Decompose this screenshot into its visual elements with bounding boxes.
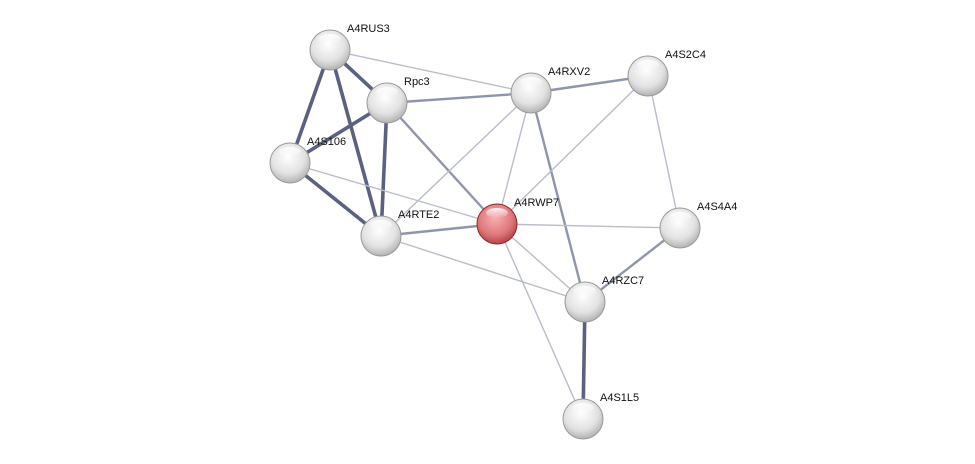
- node-A4RZC7[interactable]: A4RZC7: [564, 275, 644, 323]
- edge-A4RUS3-A4RTE2[interactable]: [328, 49, 383, 237]
- edge-A4RTE2-A4RXV2[interactable]: [380, 92, 532, 237]
- node-label: A4S1L5: [600, 392, 639, 404]
- node-A4S106[interactable]: A4S106: [269, 136, 346, 184]
- node-label: A4S2C4: [665, 49, 706, 61]
- edge-A4S2C4-A4RWP7[interactable]: [496, 75, 649, 225]
- node-A4S2C4[interactable]: A4S2C4: [627, 49, 706, 97]
- edge-A4RXV2-A4RZC7[interactable]: [529, 92, 587, 303]
- node-A4RUS3[interactable]: A4RUS3: [309, 23, 390, 71]
- node-label: A4RTE2: [398, 209, 439, 221]
- node-label: A4RZC7: [602, 275, 644, 287]
- node-A4S4A4[interactable]: A4S4A4: [659, 201, 737, 249]
- edge-A4RTE2-A4RZC7[interactable]: [380, 235, 586, 303]
- node-label: A4RWP7: [514, 197, 559, 209]
- edge-A4RWP7-A4S1L5[interactable]: [496, 223, 584, 420]
- node-highlight: [370, 220, 392, 230]
- node-highlight: [669, 212, 691, 222]
- edge-A4S2C4-A4S4A4[interactable]: [647, 75, 681, 229]
- node-highlight: [279, 147, 301, 157]
- node-highlight: [572, 403, 594, 413]
- edge-A4RWP7-A4S4A4[interactable]: [496, 223, 681, 229]
- node-A4RWP7[interactable]: A4RWP7: [476, 197, 559, 245]
- node-label: Rpc3: [404, 76, 430, 88]
- node-label: A4S106: [307, 136, 346, 148]
- node-highlight: [520, 77, 542, 87]
- node-highlight: [376, 87, 398, 97]
- edge-Rpc3-A4RTE2[interactable]: [379, 102, 389, 237]
- node-label: A4RUS3: [347, 23, 390, 35]
- node-label: A4RXV2: [548, 66, 590, 78]
- edge-Rpc3-A4RXV2[interactable]: [386, 91, 532, 105]
- edge-Rpc3-A4RWP7[interactable]: [386, 102, 498, 225]
- node-highlight: [637, 60, 659, 70]
- node-A4RXV2[interactable]: A4RXV2: [510, 66, 590, 114]
- edge-A4RUS3-A4RXV2[interactable]: [329, 49, 532, 94]
- edge-A4RXV2-A4RWP7[interactable]: [496, 92, 532, 225]
- node-label: A4S4A4: [697, 201, 737, 213]
- node-A4S1L5[interactable]: A4S1L5: [562, 392, 639, 440]
- node-highlight: [319, 34, 341, 44]
- node-highlight: [486, 208, 508, 218]
- node-Rpc3[interactable]: Rpc3: [366, 76, 430, 124]
- node-highlight: [574, 286, 596, 296]
- node-A4RTE2[interactable]: A4RTE2: [360, 209, 439, 257]
- edge-A4S106-A4RWP7[interactable]: [289, 162, 498, 225]
